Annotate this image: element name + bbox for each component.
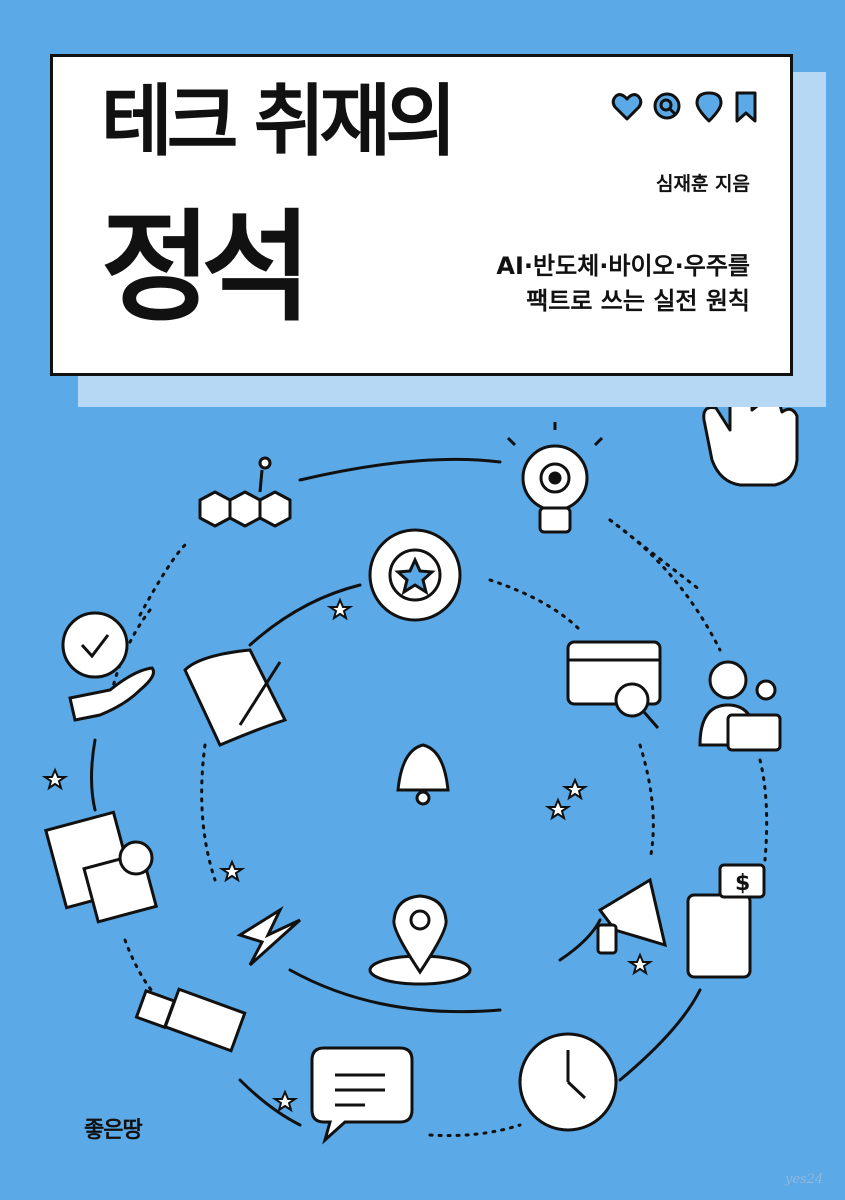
person-laptop-icon (698, 660, 782, 752)
subtitle-line1: AI·반도체·바이오·우주를 (496, 252, 750, 280)
hand-coin-check-icon (61, 611, 155, 722)
calendar-search-icon (566, 640, 662, 729)
book-title-line1: 테크 취재의 (101, 77, 457, 167)
outer-ring-arc-top-left (138, 543, 187, 617)
publisher-logo: 좋은땅 (84, 1118, 143, 1143)
outer-ring-arc-bottom-left (238, 1078, 302, 1127)
outer-ring-arc-right (618, 988, 702, 1082)
usb-drive-icon (134, 987, 247, 1053)
outer-ring-arc-top (298, 457, 502, 482)
molecule-icon (198, 456, 292, 528)
lightning-icon (236, 905, 302, 967)
subtitle-line2: 팩트로 쓰는 실전 원칙 (526, 286, 750, 315)
bell-icon (396, 743, 450, 806)
inner-ring-arc-bottom (288, 968, 502, 1014)
inner-ring-arc-left (200, 743, 217, 882)
social-icons (611, 91, 757, 123)
outer-ring-arc-left-3 (123, 938, 162, 1002)
megaphone-icon (596, 877, 668, 955)
outer-ring-arc-left-2 (90, 738, 97, 812)
gear-star-icon (368, 528, 462, 622)
chat-bubble-icon (310, 1046, 414, 1145)
lightbulb-gear-icon (506, 422, 604, 534)
book-title-line2: 정석 (101, 199, 312, 338)
contract-pen-icon (183, 648, 288, 747)
outer-ring-arc-top-right (608, 518, 722, 652)
inner-ring-arc-top (248, 583, 362, 647)
title-box: 테크 취재의 정석 심재훈 지음 AI·반도체·바이오·우주를 팩트로 쓰는 실… (50, 54, 793, 376)
bookmark-icon (735, 91, 757, 123)
calculator-dollar-icon: $ (686, 863, 766, 979)
map-pin-icon (368, 894, 472, 986)
search-icon (653, 92, 681, 120)
author-name: 심재훈 지음 (655, 173, 750, 195)
outer-ring-arc-bottom (428, 1123, 522, 1138)
heart-icon (611, 93, 643, 121)
location-pin-icon (695, 91, 723, 123)
inner-ring-arc-right (638, 743, 655, 862)
notebook-clock-icon (44, 810, 159, 924)
outer-ring-arc-right-2 (758, 758, 769, 862)
inner-ring-arc-top-right (488, 578, 582, 632)
watermark: yes24 (785, 1172, 824, 1187)
inner-ring-arc-bottom-right (558, 918, 602, 962)
book-subtitle: AI·반도체·바이오·우주를 팩트로 쓰는 실전 원칙 (496, 249, 750, 319)
clock-icon (518, 1032, 618, 1132)
svg-text:$: $ (735, 871, 750, 896)
